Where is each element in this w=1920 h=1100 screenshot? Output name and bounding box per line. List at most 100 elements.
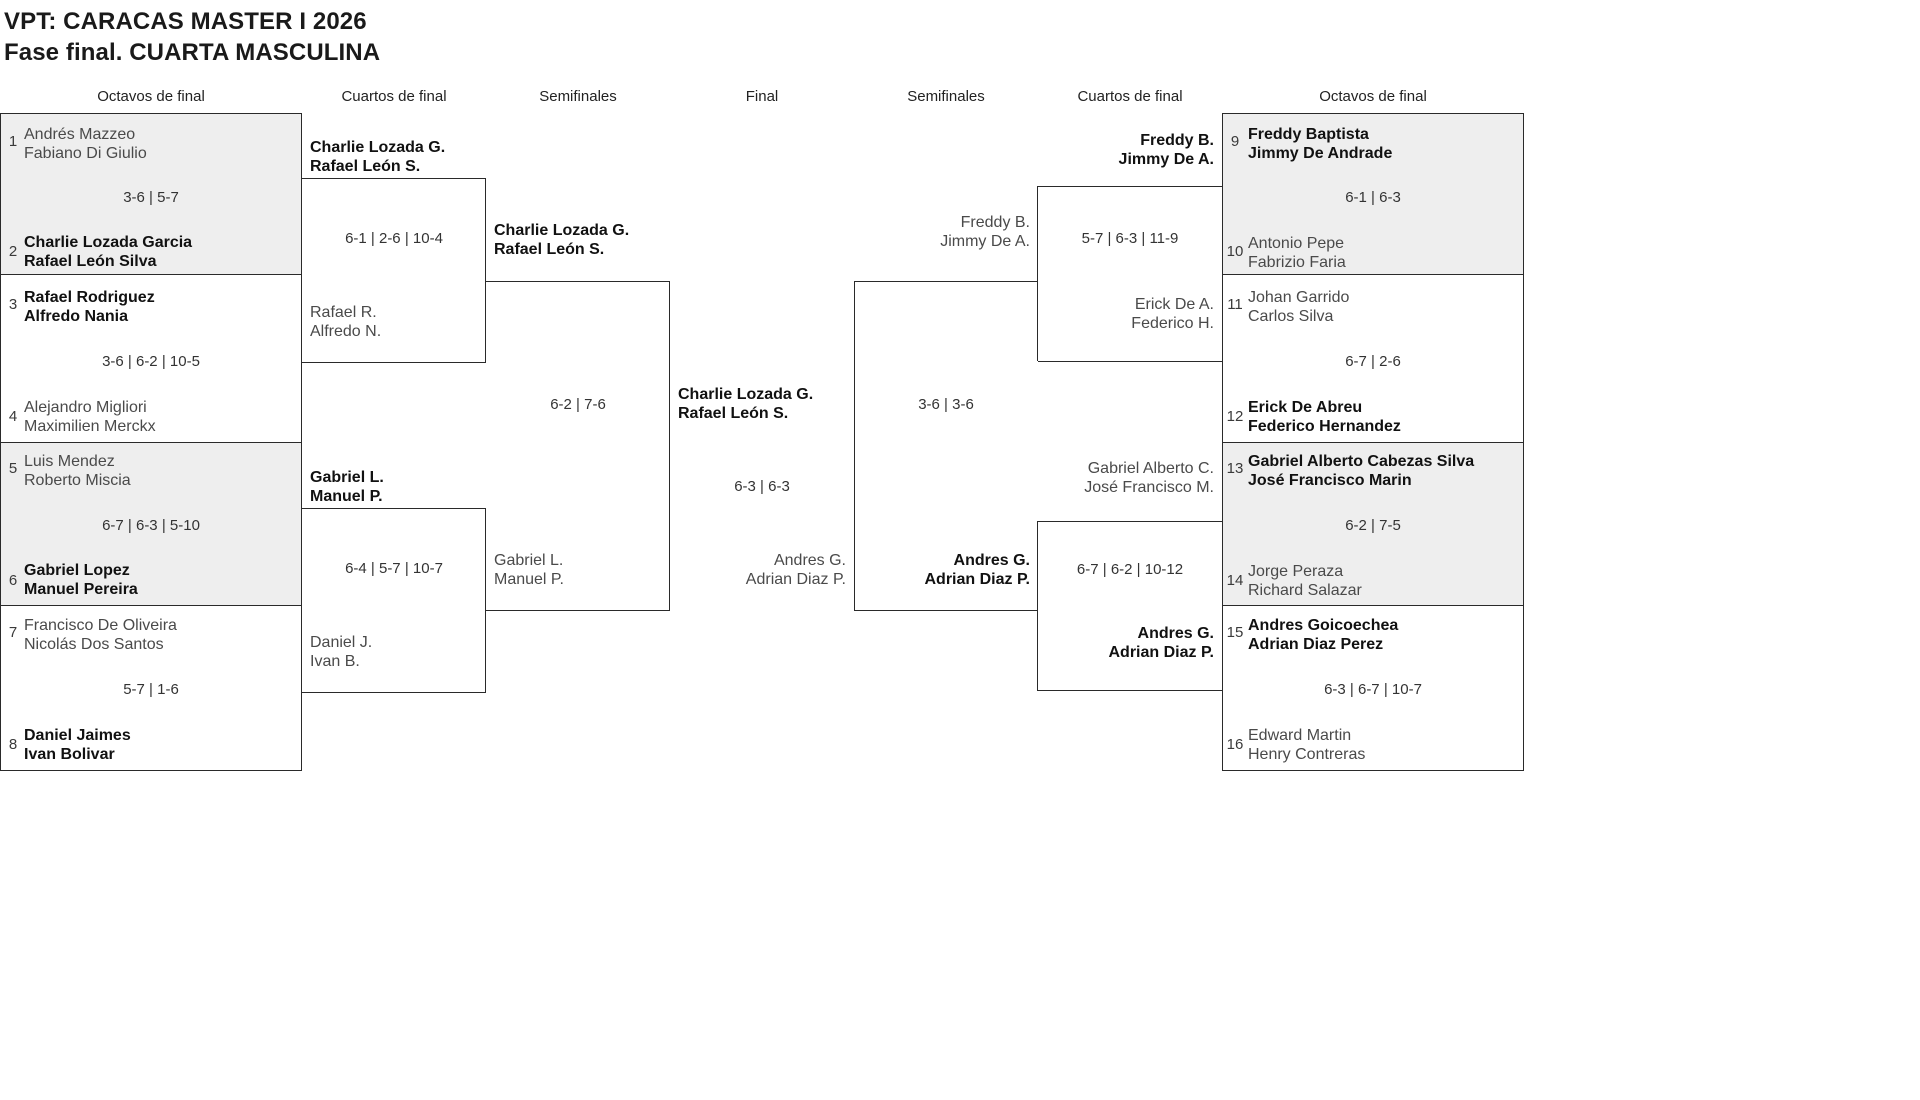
divider [302, 692, 486, 693]
player-name: Ivan Bolivar [24, 746, 115, 764]
divider [0, 605, 302, 606]
divider [486, 610, 670, 611]
player-name: Antonio Pepe [1248, 235, 1345, 252]
match-row-5[interactable] [1222, 114, 1524, 274]
divider [1222, 274, 1223, 443]
player-name: Henry Contreras [1248, 746, 1366, 764]
player-name: Jimmy De Andrade [1248, 145, 1393, 163]
player-name: Rafael Rodriguez [24, 289, 155, 306]
player-name: Nicolás Dos Santos [24, 636, 164, 654]
player-name: Manuel Pereira [24, 581, 138, 599]
player-name: Andres G. [953, 552, 1030, 569]
divider [1222, 442, 1223, 606]
team-name: Andres G. Adrian Diaz P. [1038, 624, 1214, 662]
player-name: Rafael R. [310, 304, 377, 321]
player-name: Andres Goicoechea [1248, 617, 1399, 634]
team-name: Freddy Baptista Jimmy De Andrade [1248, 125, 1392, 163]
team-name: Freddy B. Jimmy De A. [1038, 131, 1214, 169]
player-name: Rafael León S. [494, 241, 605, 259]
match-score: 6-1 | 6-3 [1345, 189, 1401, 206]
match-score: 3-6 | 6-2 | 10-5 [102, 353, 200, 370]
match-score: 6-1 | 2-6 | 10-4 [345, 230, 443, 247]
round-header-final: Final [745, 88, 779, 105]
divider [0, 274, 302, 275]
seed-number: 13 [1226, 460, 1244, 477]
match-row-3[interactable] [0, 443, 302, 605]
divider [854, 281, 1038, 282]
divider [301, 605, 302, 771]
player-name: Andres G. [1137, 625, 1214, 642]
divider [1222, 770, 1524, 771]
seed-number: 4 [8, 408, 18, 425]
divider [1037, 521, 1038, 691]
seed-number: 5 [8, 460, 18, 477]
team-name: Charlie Lozada Garcia Rafael León Silva [24, 233, 192, 271]
match-score: 6-7 | 6-2 | 10-12 [1076, 561, 1184, 578]
divider [0, 113, 1, 275]
player-name: Gabriel Alberto C. [1087, 460, 1214, 477]
divider [0, 770, 302, 771]
match-score: 6-3 | 6-7 | 10-7 [1324, 681, 1422, 698]
player-name: Gabriel L. [310, 469, 384, 486]
team-name: Edward Martin Henry Contreras [1248, 726, 1365, 764]
divider [1038, 690, 1222, 691]
seed-number: 2 [8, 243, 18, 260]
team-name: Charlie Lozada G. Rafael León S. [494, 221, 629, 259]
divider [854, 281, 855, 611]
divider [0, 442, 302, 443]
match-score: 6-3 | 6-3 [734, 478, 790, 495]
round-header-right-r16: Octavos de final [1319, 88, 1427, 105]
team-name: Johan Garrido Carlos Silva [1248, 288, 1349, 326]
player-name: Gabriel Lopez [24, 562, 130, 579]
team-name: Gabriel Lopez Manuel Pereira [24, 561, 138, 599]
title-block: VPT: CARACAS MASTER I 2026 Fase final. C… [4, 6, 380, 68]
team-name: Rafael Rodriguez Alfredo Nania [24, 288, 155, 326]
team-name: Erick De Abreu Federico Hernandez [1248, 398, 1401, 436]
player-name: José Francisco M. [1084, 479, 1214, 497]
player-name: Gabriel Alberto Cabezas Silva [1248, 453, 1475, 470]
seed-number: 16 [1226, 736, 1244, 753]
player-name: Charlie Lozada G. [494, 222, 630, 239]
player-name: Alfredo Nania [24, 308, 129, 326]
divider [1222, 605, 1223, 771]
seed-number: 10 [1226, 243, 1244, 260]
divider [0, 274, 1, 443]
divider [1038, 361, 1222, 362]
player-name: Freddy B. [960, 214, 1030, 231]
match-score: 5-7 | 6-3 | 11-9 [1081, 230, 1179, 247]
match-score: 6-7 | 6-3 | 5-10 [102, 517, 200, 534]
divider [1523, 442, 1524, 606]
divider [1523, 605, 1524, 771]
divider [669, 281, 670, 611]
player-name: Charlie Lozada G. [678, 386, 814, 403]
divider [0, 442, 1, 606]
team-name: Andres Goicoechea Adrian Diaz Perez [1248, 616, 1398, 654]
round-header-left-qf: Cuartos de final [341, 88, 447, 105]
divider [1222, 605, 1524, 606]
player-name: Adrian Diaz P. [1108, 644, 1214, 662]
player-name: Maximilien Merckx [24, 418, 156, 436]
player-name: Luis Mendez [24, 453, 115, 470]
team-name: Andres G. Adrian Diaz P. [854, 551, 1030, 589]
divider [1523, 274, 1524, 443]
divider [301, 113, 302, 275]
player-name: Johan Garrido [1248, 289, 1350, 306]
team-name: Erick De A. Federico H. [1038, 295, 1214, 333]
team-name: Jorge Peraza Richard Salazar [1248, 562, 1362, 600]
match-row-7[interactable] [1222, 443, 1524, 605]
team-name: Rafael R. Alfredo N. [310, 303, 381, 341]
player-name: Jimmy De A. [940, 233, 1030, 251]
player-name: Manuel P. [494, 571, 564, 589]
divider [486, 281, 670, 282]
match-score: 6-2 | 7-5 [1345, 517, 1401, 534]
player-name: Federico H. [1131, 315, 1214, 333]
round-header-left-r16: Octavos de final [97, 88, 205, 105]
match-row-1[interactable] [0, 114, 302, 274]
player-name: Fabrizio Faria [1248, 254, 1346, 272]
player-name: José Francisco Marin [1248, 472, 1412, 490]
divider [854, 610, 1038, 611]
seed-number: 14 [1226, 572, 1244, 589]
team-name: Andrés Mazzeo Fabiano Di Giulio [24, 125, 147, 163]
team-name: Gabriel Alberto Cabezas Silva José Franc… [1248, 452, 1474, 490]
player-name: Charlie Lozada G. [310, 139, 446, 156]
